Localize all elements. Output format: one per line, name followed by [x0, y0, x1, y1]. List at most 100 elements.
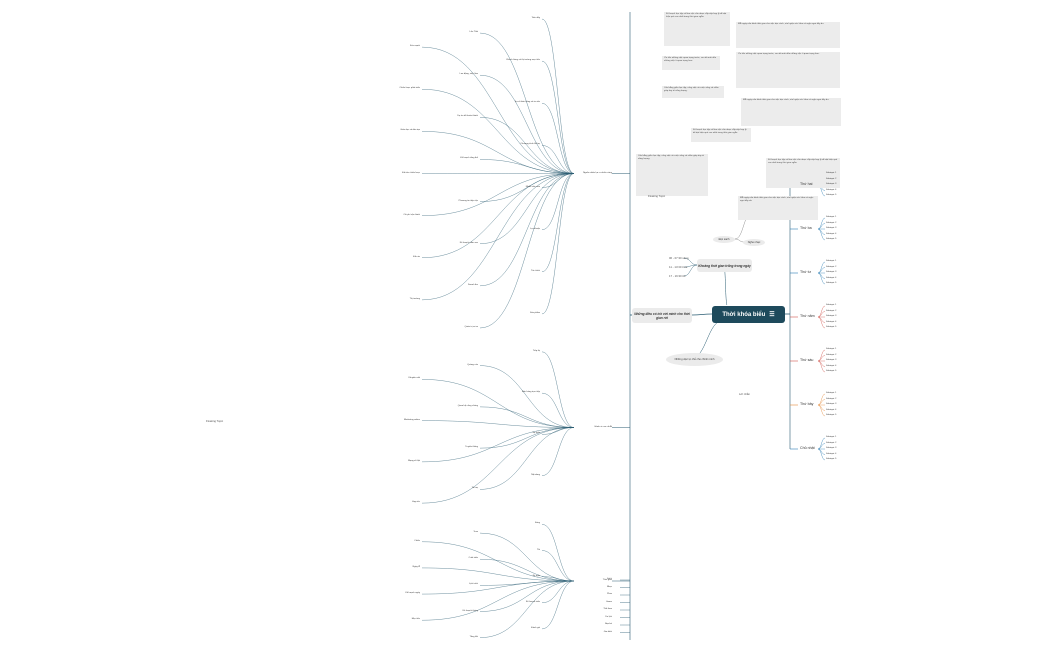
day-sub-topic[interactable]: Subtopic 5 — [826, 370, 837, 372]
left-item[interactable]: Phương án tiếp cận — [458, 199, 478, 202]
day-sub-topic[interactable]: Subtopic 2 — [826, 441, 837, 444]
left-item[interactable]: Chi phí vận hành — [403, 213, 420, 216]
floating-topic-1[interactable]: Floating Topic — [206, 419, 224, 423]
day-sub-topic[interactable]: Subtopic 4 — [826, 408, 837, 411]
left-item[interactable]: Đánh giá — [531, 626, 540, 629]
left-item[interactable]: Ngày lễ — [412, 565, 420, 568]
day-sub-topic[interactable]: Subtopic 5 — [826, 326, 837, 328]
left-item[interactable]: Sự cố bán hàng và tư vấn — [514, 101, 540, 104]
day-sub-topic[interactable]: Subtopic 1 — [826, 348, 837, 350]
left-item[interactable]: Tối — [536, 548, 540, 551]
left-item[interactable]: Nhân viên mới — [525, 185, 540, 188]
bottom-item[interactable]: Du lịch — [605, 615, 612, 618]
day-sub-topic[interactable]: Subtopic 1 — [826, 304, 837, 306]
left-item[interactable]: Quảng cáo — [467, 363, 478, 366]
day-6[interactable]: Chủ nhật — [800, 446, 815, 450]
left-item[interactable]: Quản trị rủi ro — [464, 325, 478, 328]
day-sub-topic[interactable]: Subtopic 3 — [826, 359, 837, 361]
day-sub-topic[interactable]: Subtopic 2 — [826, 177, 837, 180]
day-0[interactable]: Thứ hai — [800, 182, 813, 186]
left-item[interactable]: Trưa — [473, 531, 478, 534]
left-item[interactable]: Sự kiện — [532, 432, 540, 435]
day-sub-topic[interactable]: Subtopic 2 — [826, 309, 837, 312]
bottom-item[interactable]: Phim — [607, 593, 612, 595]
left-item[interactable]: Chương trình hỗ trợ — [520, 143, 540, 146]
day-sub-topic[interactable]: Subtopic 3 — [826, 403, 837, 405]
day-sub-topic[interactable]: Subtopic 3 — [826, 271, 837, 273]
left-item[interactable]: Lịch trình — [469, 583, 478, 586]
left-item[interactable]: Mục tiêu — [411, 618, 420, 621]
floating-note[interactable]: Lời nhắn — [739, 392, 751, 396]
left-item[interactable]: Chiều — [414, 539, 420, 542]
day-sub-topic[interactable]: Subtopic 3 — [826, 315, 837, 317]
time-slot-morning[interactable]: 06 - 07:30 sáng — [669, 256, 689, 260]
bottom-item[interactable]: Bạn bè — [605, 623, 612, 625]
root-topic[interactable]: Thời khóa biểu ☰ — [712, 306, 785, 323]
bottom-item[interactable]: Sách — [607, 578, 612, 580]
day-sub-topic[interactable]: Subtopic 4 — [826, 232, 837, 235]
day-sub-topic[interactable]: Subtopic 1 — [826, 216, 837, 218]
day-4[interactable]: Thứ sáu — [800, 358, 814, 362]
bottom-item[interactable]: Game — [606, 600, 612, 603]
day-sub-topic[interactable]: Subtopic 5 — [826, 238, 837, 240]
oval-music[interactable]: Nghe nhạc — [743, 239, 765, 246]
left-item[interactable]: Tổng kết — [469, 635, 478, 638]
day-3[interactable]: Thứ năm — [800, 314, 815, 318]
topic-useful-things[interactable]: Những điều có ích với mình cho thời gian… — [632, 308, 692, 323]
left-item[interactable]: Nội dung — [531, 473, 540, 476]
left-item[interactable]: Marketing online — [403, 418, 420, 421]
day-sub-topic[interactable]: Subtopic 1 — [826, 260, 837, 262]
day-sub-topic[interactable]: Subtopic 5 — [826, 282, 837, 284]
day-sub-topic[interactable]: Subtopic 4 — [826, 188, 837, 191]
left-item[interactable]: Dự án đã hoàn thành — [457, 115, 478, 118]
day-1[interactable]: Thứ ba — [800, 226, 812, 230]
day-sub-topic[interactable]: Subtopic 1 — [826, 392, 837, 394]
day-sub-topic[interactable]: Subtopic 4 — [826, 452, 837, 455]
floating-topic-2[interactable]: Floating Topic — [648, 194, 666, 198]
day-sub-topic[interactable]: Subtopic 3 — [826, 183, 837, 185]
group-label-2[interactable]: Thời gian — [602, 579, 612, 581]
topic-free-time[interactable]: Khoảng thời gian trống trong ngày — [697, 259, 752, 272]
oval-reading[interactable]: Đọc sách — [713, 236, 735, 243]
left-item[interactable]: Quan hệ công chúng — [457, 404, 478, 407]
left-item[interactable]: Mạng xã hội — [408, 459, 420, 462]
day-sub-topic[interactable]: Subtopic 5 — [826, 194, 837, 196]
left-item[interactable]: Khách hàng và thị trường mục tiêu — [506, 59, 540, 62]
time-slot-noon[interactable]: 11 - 13:30 trưa — [669, 265, 688, 269]
day-sub-topic[interactable]: Subtopic 3 — [826, 227, 837, 229]
left-item[interactable]: Đầu tư — [413, 255, 420, 258]
left-item[interactable]: Kỳ nghỉ — [532, 574, 540, 577]
left-item[interactable]: Tài chính — [531, 269, 540, 272]
left-item[interactable]: Đối tác chiến lược — [402, 171, 420, 174]
left-item[interactable]: Kế hoạch tổng thể — [460, 157, 478, 160]
bottom-item[interactable]: Thể thao — [603, 608, 612, 610]
bottom-item[interactable]: Gia đình — [603, 630, 612, 633]
day-sub-topic[interactable]: Subtopic 1 — [826, 436, 837, 438]
day-5[interactable]: Thứ bảy — [800, 402, 814, 406]
left-item[interactable]: Tài trợ — [471, 487, 478, 490]
left-item[interactable]: Tiếp thị — [532, 349, 540, 352]
day-sub-topic[interactable]: Subtopic 2 — [826, 221, 837, 224]
left-item[interactable]: Lâu Thôi — [469, 31, 478, 34]
left-item[interactable]: Khuyến mãi — [408, 377, 420, 380]
left-item[interactable]: Kế hoạch ngày — [405, 592, 420, 595]
group-label-1[interactable]: Hành vi của chuỗi — [594, 425, 612, 428]
left-item[interactable]: Lợi nhuận — [530, 227, 540, 230]
day-2[interactable]: Thứ tư — [800, 270, 812, 274]
day-sub-topic[interactable]: Subtopic 2 — [826, 265, 837, 268]
left-item[interactable]: Trên đây — [531, 17, 540, 20]
day-sub-topic[interactable]: Subtopic 4 — [826, 276, 837, 279]
left-item[interactable]: Sáng — [534, 522, 540, 525]
day-sub-topic[interactable]: Subtopic 5 — [826, 414, 837, 416]
left-item[interactable]: Hợp tác — [412, 501, 420, 504]
bottom-item[interactable]: Nhạc — [606, 585, 612, 588]
left-item[interactable]: Bán hàng trực tiếp — [521, 391, 540, 394]
left-item[interactable]: Lao động, việc làm — [459, 73, 478, 76]
left-item[interactable]: Giáo dục và đào tạo — [400, 129, 420, 132]
left-item[interactable]: Doanh thu — [467, 283, 478, 286]
day-sub-topic[interactable]: Subtopic 5 — [826, 458, 837, 460]
left-item[interactable]: Sản phẩm — [530, 311, 540, 314]
left-item[interactable]: Thị trường — [409, 297, 420, 300]
day-sub-topic[interactable]: Subtopic 2 — [826, 397, 837, 400]
left-item[interactable]: Kế hoạch năm sau — [459, 241, 478, 244]
